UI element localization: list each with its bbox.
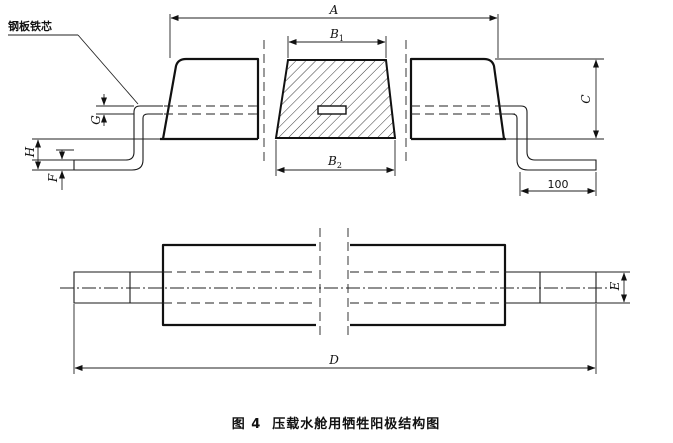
right-core-stub xyxy=(505,271,597,304)
left-steel-core-leg xyxy=(73,105,163,171)
front-view: 钢板铁芯 A B1 B2 C 100 xyxy=(8,3,604,196)
dim-d-label: D xyxy=(328,353,339,367)
left-core-stub xyxy=(73,271,163,304)
figure-caption: 图 4 压载水舱用牺牲阳极结构图 xyxy=(232,416,441,432)
dim-b1-label: B1 xyxy=(329,27,344,43)
dim-e-label: E xyxy=(608,281,622,291)
dim-f-label: F xyxy=(46,173,60,183)
center-core-rect xyxy=(317,105,347,115)
body-left xyxy=(161,243,316,327)
core-note-label: 钢板铁芯 xyxy=(8,19,52,33)
dim-100-label: 100 xyxy=(548,178,569,191)
dim-c-label: C xyxy=(579,94,593,103)
body-right xyxy=(350,243,507,327)
right-anode-block xyxy=(409,57,506,140)
dim-h-label: H xyxy=(23,146,37,158)
top-view: E D xyxy=(60,228,630,374)
left-anode-block xyxy=(161,57,260,140)
center-section-hatched xyxy=(274,59,397,139)
dim-b2-label: B2 xyxy=(327,154,342,170)
dim-g-label: G xyxy=(89,115,103,125)
right-steel-core-leg xyxy=(504,105,597,171)
dim-a-label: A xyxy=(329,3,339,17)
core-note-leader xyxy=(77,34,139,105)
